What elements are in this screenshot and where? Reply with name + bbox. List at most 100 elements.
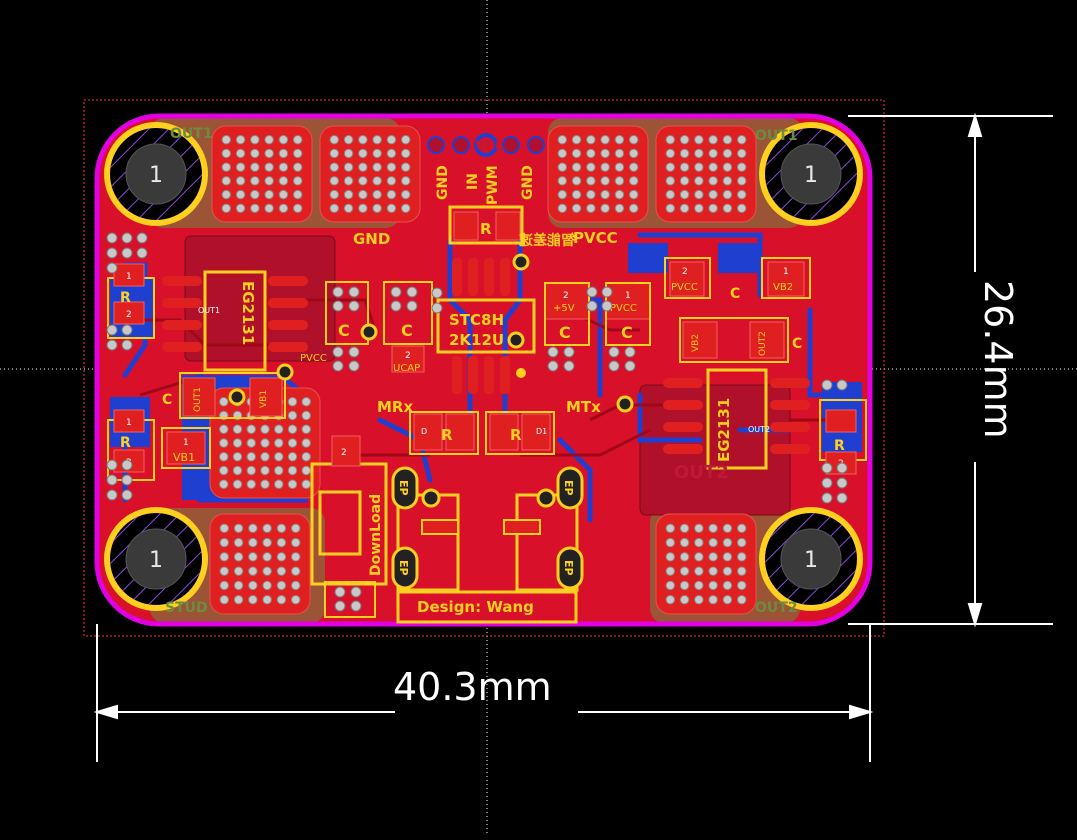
via — [106, 489, 118, 501]
cap-pvcc-pad: 1 — [625, 291, 631, 301]
via — [228, 388, 246, 406]
thermal-pad[interactable] — [211, 125, 313, 223]
thermal-pad[interactable] — [209, 513, 311, 615]
via — [616, 395, 634, 413]
diode-right-r: R — [510, 426, 522, 444]
thermal-pad[interactable] — [547, 125, 649, 223]
mounting-hole[interactable]: 1 — [759, 122, 863, 226]
resistor-left-lower-pad1: 1 — [126, 418, 132, 428]
vb2-small-cap[interactable] — [679, 317, 789, 363]
pvcc-cap-right[interactable] — [664, 257, 711, 299]
cap-c1-label: C — [338, 321, 350, 340]
mounting-hole[interactable]: 1 — [759, 507, 863, 611]
mounting-hole[interactable]: 1 — [104, 507, 208, 611]
via — [821, 462, 833, 474]
via — [348, 300, 360, 312]
via — [332, 346, 344, 358]
thermal-pad[interactable] — [655, 513, 757, 615]
resistor-left-upper[interactable] — [107, 263, 155, 339]
vb2-cap[interactable] — [761, 257, 811, 299]
cap-5v-pad: 2 — [563, 291, 569, 301]
via — [121, 459, 133, 471]
resistor-left-upper-label: R — [120, 290, 131, 306]
thermal-pad[interactable] — [209, 387, 321, 499]
height-dimension-label: 26.4mm — [976, 280, 1020, 439]
via — [121, 247, 133, 259]
mcu-pins — [452, 258, 510, 394]
via — [332, 286, 344, 298]
via — [106, 459, 118, 471]
out1-vb1-vb1-label: VB1 — [259, 390, 269, 408]
cap-ucap-pad: 2 — [405, 351, 411, 361]
mounting-hole[interactable]: 1 — [104, 122, 208, 226]
via — [563, 346, 575, 358]
via — [836, 492, 848, 504]
diode-left[interactable] — [409, 411, 479, 455]
gnd-left-label: GND — [353, 230, 390, 248]
via — [601, 286, 613, 298]
usb-pad-left[interactable] — [421, 519, 459, 535]
selection-box — [83, 99, 885, 637]
mounting-hole-number: 1 — [804, 163, 818, 188]
corner-label-tr: OUT1 — [755, 128, 798, 144]
via — [121, 232, 133, 244]
resistor-right-label: R — [834, 438, 845, 454]
mcu-label-line2: 2K12U — [449, 331, 504, 349]
via — [836, 462, 848, 474]
cap-c2[interactable] — [383, 281, 433, 373]
via — [547, 346, 559, 358]
thermal-pad[interactable] — [319, 125, 421, 223]
via — [836, 379, 848, 391]
resistor-top-pad2[interactable] — [495, 211, 521, 241]
mcu-via-1 — [512, 253, 530, 271]
usb-pad-right[interactable] — [503, 519, 541, 535]
via — [821, 492, 833, 504]
driver-right-out2: OUT2 — [748, 425, 770, 434]
header-pwm-label: PWM — [485, 165, 501, 205]
board-outline — [94, 113, 873, 627]
cap-c5-label: C — [730, 286, 740, 302]
via — [563, 360, 575, 372]
via — [608, 346, 620, 358]
via — [624, 346, 636, 358]
via — [121, 324, 133, 336]
diode-right[interactable] — [485, 411, 555, 455]
diode-left-d: D — [421, 427, 427, 436]
download-pad[interactable] — [331, 435, 361, 467]
via — [348, 360, 360, 372]
resistor-top-pad1[interactable] — [453, 211, 479, 241]
corner-label-tl: OUT1 — [170, 126, 213, 142]
thermal-pad[interactable] — [655, 125, 757, 223]
resistor-left-lower-label: R — [120, 435, 131, 451]
via — [608, 360, 620, 372]
via — [334, 586, 346, 598]
cap-pvcc[interactable] — [605, 282, 651, 346]
via — [431, 302, 443, 314]
out2-small-label: OUT2 — [758, 331, 768, 356]
cap-5v[interactable] — [544, 282, 590, 346]
usb-via-2 — [536, 488, 556, 508]
dimension-vertical — [848, 112, 1053, 628]
driver-left-pvcc: PVCC — [300, 353, 327, 364]
pvcc-right-label: PVCC — [573, 229, 618, 247]
mcu-via-3 — [516, 368, 526, 378]
via — [332, 300, 344, 312]
cap-c1[interactable] — [325, 281, 369, 345]
vb1-cap[interactable] — [161, 427, 211, 469]
via — [121, 489, 133, 501]
mounting-hole-number: 1 — [149, 163, 163, 188]
driver-right-outline — [706, 368, 768, 470]
via — [586, 286, 598, 298]
via — [106, 324, 118, 336]
dimension-horizontal — [93, 624, 874, 762]
cap-c6-label: C — [792, 336, 802, 352]
out1-vb1-cap[interactable] — [179, 372, 286, 419]
cap-c4-label: C — [621, 323, 633, 342]
cap-c2-label: C — [401, 321, 413, 340]
download-label: DownLoad — [368, 494, 384, 576]
out2-label: OUT2 — [674, 462, 729, 483]
driver-left-label: EG2131 — [239, 281, 257, 345]
via — [348, 286, 360, 298]
cap-5v-label: +5V — [553, 303, 575, 314]
